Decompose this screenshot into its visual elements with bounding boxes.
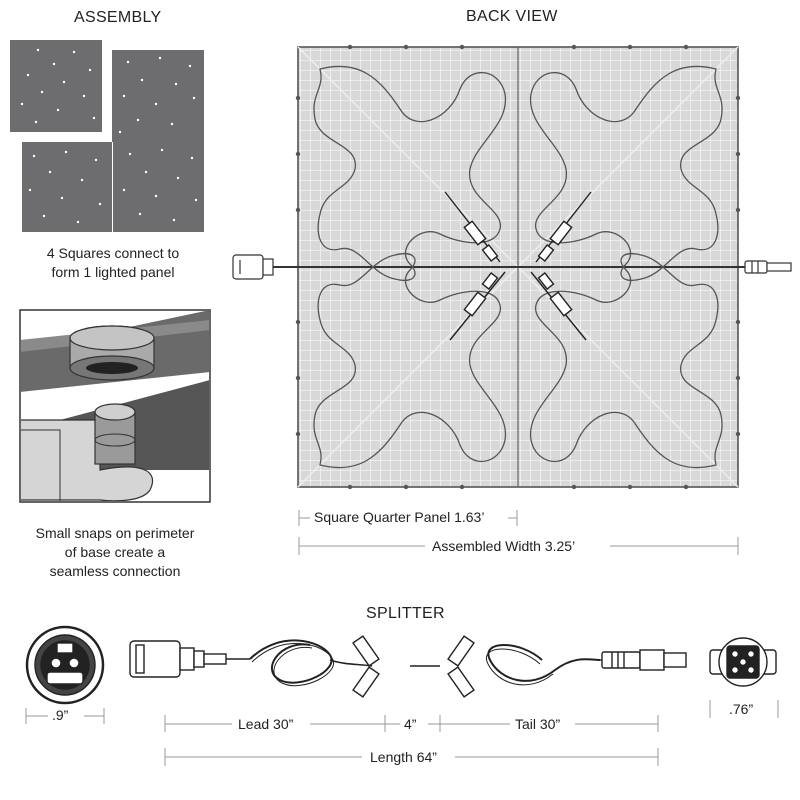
tile-bottom-right bbox=[113, 142, 204, 232]
perimeter-snaps bbox=[295, 44, 741, 490]
snap-caption-line-3: seamless connection bbox=[49, 563, 181, 579]
back-view-panel bbox=[295, 44, 741, 490]
snap-caption-line-2: of base create a bbox=[64, 544, 166, 560]
right-connector-dim-label: .76” bbox=[729, 701, 754, 717]
assembly-caption: 4 Squares connect to form 1 lighted pane… bbox=[10, 244, 216, 282]
snap-caption: Small snaps on perimeter of base create … bbox=[6, 524, 224, 581]
assembly-caption-line-2: form 1 lighted panel bbox=[51, 264, 175, 280]
quarter-panel-label: Square Quarter Panel 1.63’ bbox=[314, 509, 485, 525]
right-connector-dim-lines bbox=[709, 700, 779, 718]
back-view-dimension-lines bbox=[298, 510, 739, 555]
tile-bottom-left bbox=[22, 142, 112, 232]
assembly-tiles bbox=[10, 40, 204, 232]
splitter-dimension-lines bbox=[164, 715, 659, 766]
snap-detail bbox=[19, 309, 211, 503]
back-view-title: BACK VIEW bbox=[466, 8, 558, 25]
right-connector-face bbox=[709, 637, 777, 687]
assembled-width-label: Assembled Width 3.25’ bbox=[432, 538, 576, 554]
tail-length-label: Tail 30” bbox=[515, 716, 561, 732]
left-connector-dim-lines bbox=[25, 708, 105, 724]
splitter-cable bbox=[129, 635, 687, 698]
center-connectors bbox=[444, 191, 592, 341]
back-view-left-plug bbox=[232, 254, 298, 280]
assembly-title: ASSEMBLY bbox=[74, 9, 162, 26]
left-connector-face bbox=[25, 625, 105, 705]
snap-caption-line-1: Small snaps on perimeter bbox=[35, 525, 195, 541]
lead-length-label: Lead 30” bbox=[238, 716, 294, 732]
tile-top-left bbox=[10, 40, 102, 132]
tile-top-right bbox=[112, 50, 204, 142]
middle-length-label: 4” bbox=[404, 716, 417, 732]
back-view-right-plug bbox=[738, 260, 792, 274]
tile-led-dots bbox=[20, 48, 198, 224]
left-connector-dim-label: .9” bbox=[52, 707, 69, 723]
total-length-label: Length 64” bbox=[370, 749, 437, 765]
splitter-title: SPLITTER bbox=[366, 605, 445, 622]
assembly-caption-line-1: 4 Squares connect to bbox=[46, 245, 180, 261]
